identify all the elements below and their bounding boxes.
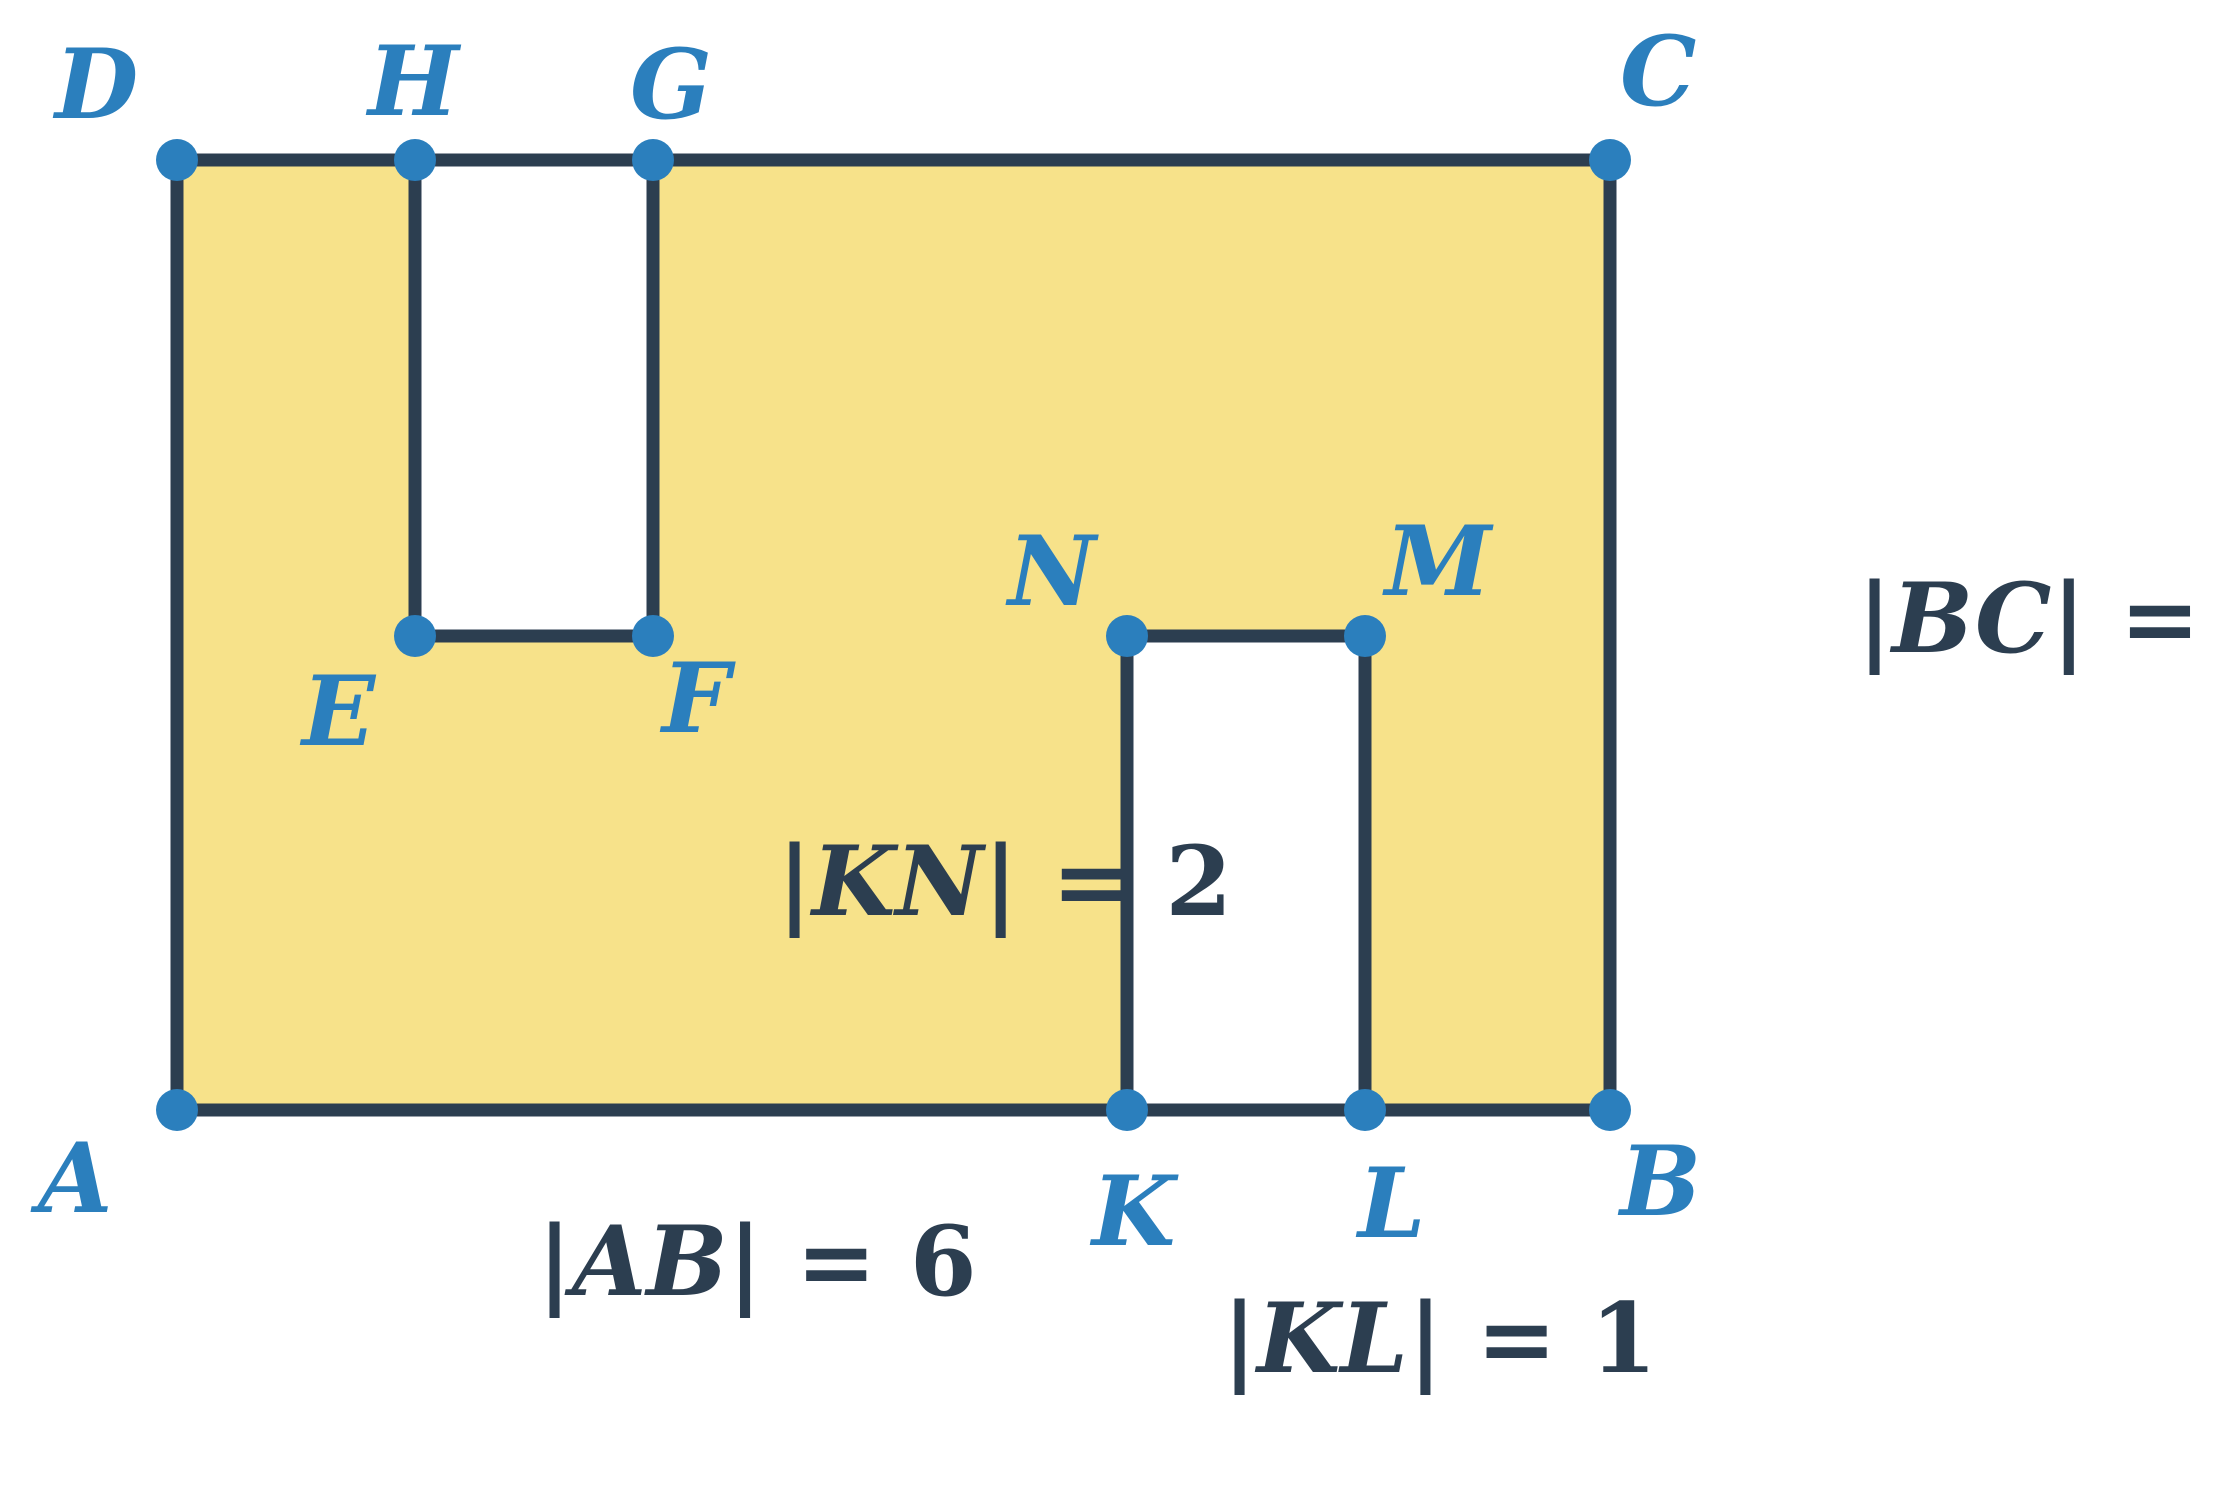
label-e: E [299, 655, 377, 768]
measure-ab-vars: AB [564, 1205, 728, 1318]
vertex-d [156, 139, 198, 181]
vertex-n [1106, 615, 1148, 657]
label-c: C [1620, 15, 1696, 128]
label-k: K [1089, 1155, 1179, 1268]
measure-bc-vars: BC [1889, 562, 2051, 675]
measure-ab: |AB| = 6 [370, 1205, 1077, 1318]
label-b: B [1617, 1125, 1701, 1238]
rectangle-efgh-hole [415, 160, 653, 636]
label-a: A [30, 1122, 112, 1235]
vertex-e [394, 615, 436, 657]
label-d: D [52, 28, 138, 141]
vertex-f [632, 615, 674, 657]
rectangle-klmn-hole [1127, 636, 1365, 1110]
measure-kl-eq: = [1443, 1282, 1590, 1395]
vertex-a [156, 1089, 198, 1131]
vertex-g [632, 139, 674, 181]
vertex-h [394, 139, 436, 181]
label-n: N [1005, 515, 1099, 628]
vertex-k [1106, 1089, 1148, 1131]
measure-kl-bar-right: | [1408, 1282, 1443, 1395]
measure-kl: |KL| = 1 [1055, 1282, 1757, 1395]
measure-ab-value: 6 [910, 1205, 977, 1318]
measure-bc-bar-left: | [1857, 562, 1892, 675]
measure-kl-bar-left: | [1222, 1282, 1257, 1395]
measure-kl-value: 1 [1590, 1282, 1657, 1395]
measure-kn-bar-right: | [983, 825, 1018, 938]
measure-kl-vars: KL [1254, 1282, 1408, 1395]
measure-ab-eq: = [763, 1205, 910, 1318]
label-g: G [630, 28, 712, 141]
measure-bc-bar-right: | [2051, 562, 2086, 675]
vertex-l [1344, 1089, 1386, 1131]
label-h: H [365, 25, 462, 138]
measure-ab-bar-left: | [537, 1205, 572, 1318]
rectangle-abcd-fill [177, 160, 1610, 1110]
vertex-m [1344, 615, 1386, 657]
measure-bc: |BC| = 4 [1690, 562, 2217, 675]
label-m: M [1382, 505, 1494, 618]
measure-ab-bar-right: | [728, 1205, 763, 1318]
measure-kn-eq: = [1018, 825, 1165, 938]
measure-kn-vars: KN [809, 825, 986, 938]
measure-kn: |KN| = 2 [610, 825, 1332, 938]
vertex-b [1589, 1089, 1631, 1131]
label-l: L [1355, 1147, 1426, 1260]
vertex-c [1589, 139, 1631, 181]
measure-kn-value: 2 [1165, 825, 1232, 938]
measure-bc-eq: = [2086, 562, 2217, 675]
measure-kn-bar-left: | [777, 825, 812, 938]
label-f: F [659, 642, 736, 755]
